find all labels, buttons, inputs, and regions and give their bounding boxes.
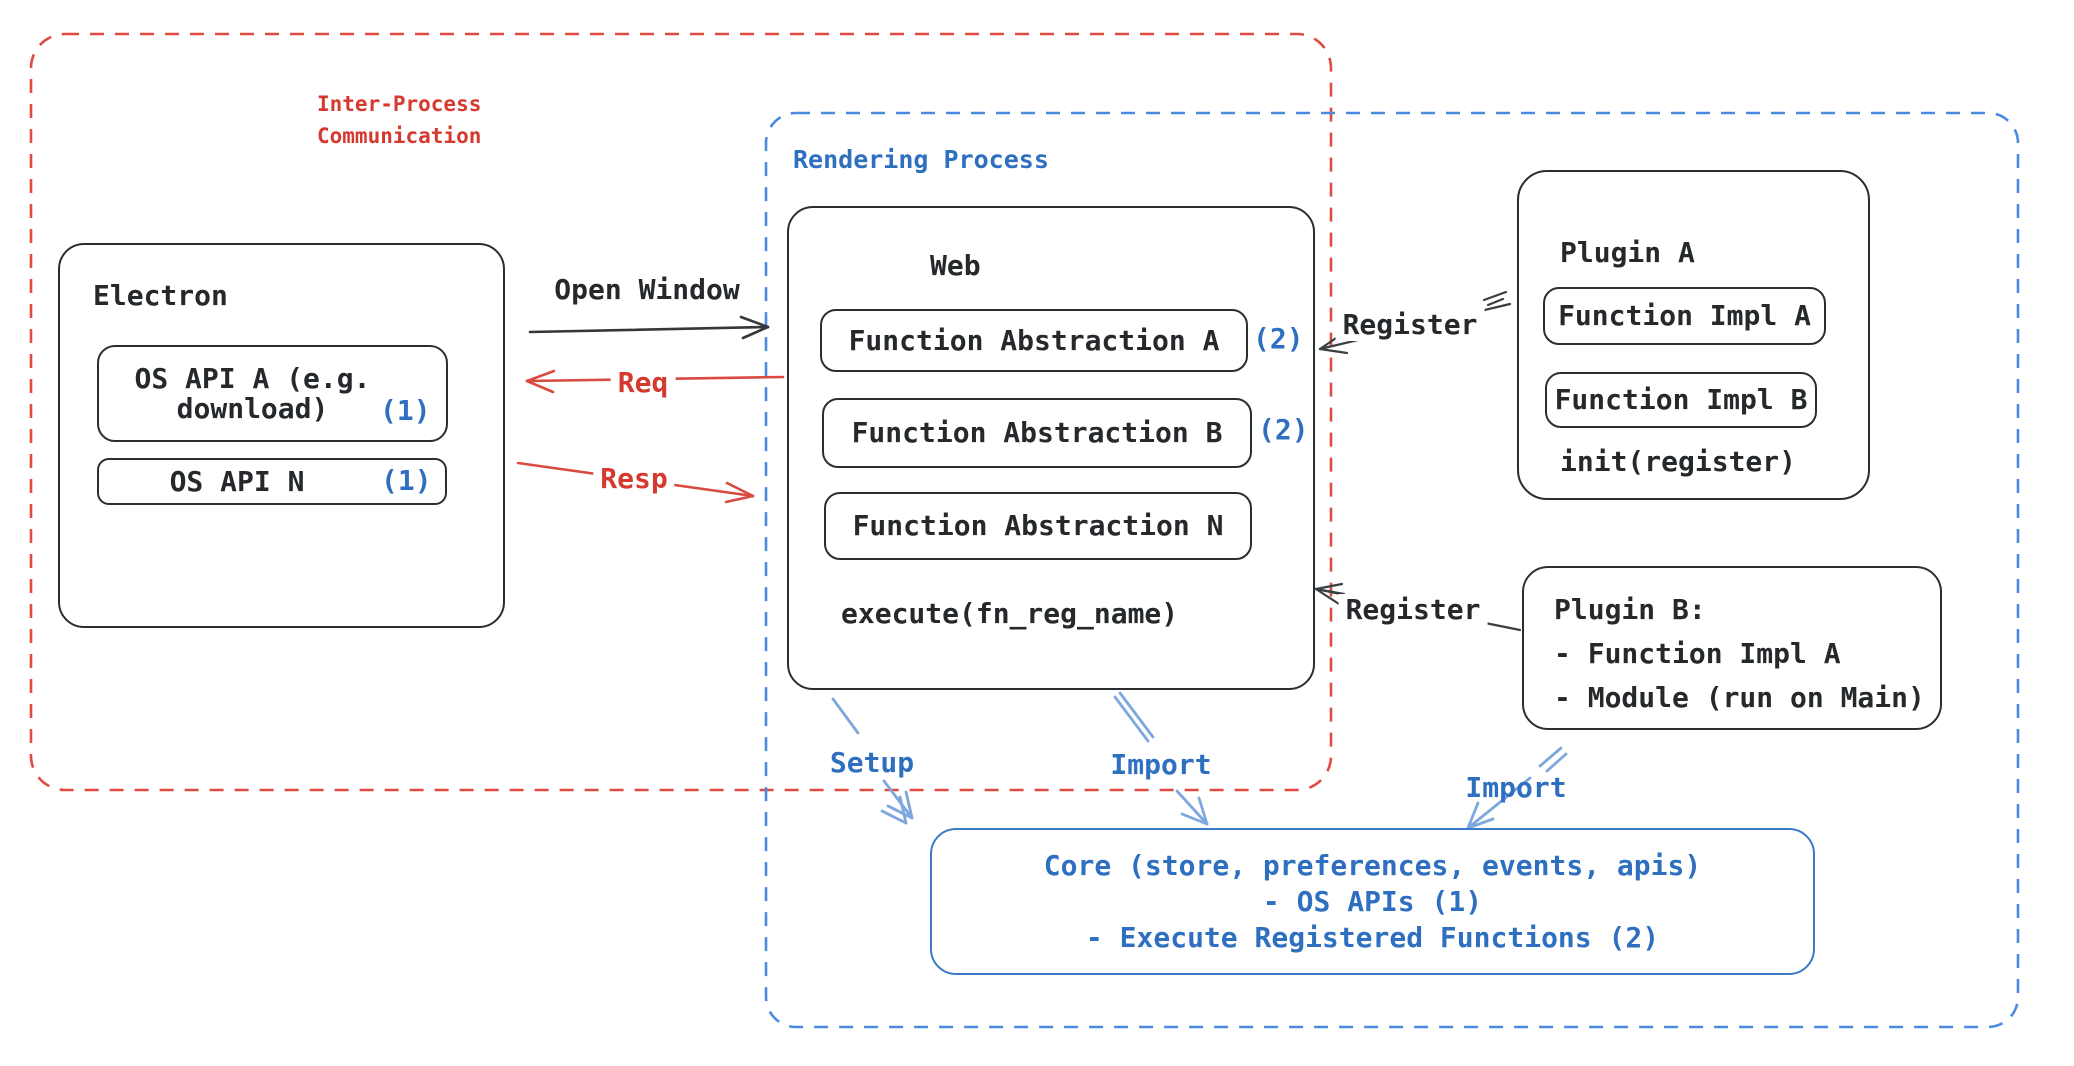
function-impl-b-box: Function Impl B <box>1545 372 1817 428</box>
electron-box <box>58 243 505 628</box>
init-register-label: init(register) <box>1560 445 1797 478</box>
resp-label: Resp <box>593 463 675 495</box>
setup-arrow <box>831 697 914 825</box>
os-api-a-note: (1) <box>380 394 431 427</box>
function-abstraction-b-label: Function Abstraction B <box>851 416 1223 449</box>
open-window-arrow <box>528 315 770 340</box>
plugin-b-box <box>1522 566 1942 730</box>
ipc-boundary <box>29 32 1333 792</box>
function-abstraction-a-note: (2) <box>1253 322 1304 355</box>
function-impl-b-label: Function Impl B <box>1554 383 1808 416</box>
plugin-a-title: Plugin A <box>1560 236 1695 269</box>
function-abstraction-b-note: (2) <box>1258 413 1309 446</box>
function-abstraction-n-label: Function Abstraction N <box>852 509 1224 542</box>
setup-label: Setup <box>829 746 915 779</box>
function-abstraction-b-box: Function Abstraction B <box>822 398 1252 468</box>
plugin-b-item-function-impl-a: - Function Impl A <box>1554 637 1841 670</box>
plugin-b-title: Plugin B: <box>1554 593 1706 626</box>
import-pluginb-arrow <box>1466 746 1568 830</box>
os-api-a-box: OS API A (e.g. download) <box>97 345 448 442</box>
web-box <box>787 206 1315 690</box>
register-top-label: Register <box>1335 309 1485 341</box>
function-abstraction-a-label: Function Abstraction A <box>848 323 1220 357</box>
core-line2: - OS APIs (1) <box>1262 884 1483 918</box>
core-box: Core (store, preferences, events, apis) … <box>930 828 1815 975</box>
os-api-a-label-line2: download) <box>176 391 329 425</box>
ipc-label-line2: Communication <box>317 124 482 148</box>
os-api-n-label: OS API N <box>169 464 305 498</box>
core-line3: - Execute Registered Functions (2) <box>1085 920 1660 954</box>
os-api-n-box: OS API N <box>97 458 447 505</box>
os-api-n-note: (1) <box>381 464 432 497</box>
os-api-a-label-line1: OS API A (e.g. <box>134 361 371 395</box>
open-window-label: Open Window <box>554 273 740 306</box>
function-abstraction-a-box: Function Abstraction A <box>820 309 1248 372</box>
core-line1: Core (store, preferences, events, apis) <box>1043 848 1702 882</box>
plugin-b-item-module: - Module (run on Main) <box>1554 681 1925 714</box>
import-pluginb-label: Import <box>1465 771 1567 804</box>
function-impl-a-box: Function Impl A <box>1543 287 1826 345</box>
import-web-label: Import <box>1110 748 1212 781</box>
function-abstraction-n-box: Function Abstraction N <box>824 492 1252 560</box>
rendering-boundary <box>764 111 2020 1029</box>
function-impl-a-label: Function Impl A <box>1558 299 1811 332</box>
web-title: Web <box>930 249 981 282</box>
plugin-a-box <box>1517 170 1870 500</box>
req-label: Req <box>610 367 676 399</box>
electron-title: Electron <box>93 279 228 312</box>
execute-label: execute(fn_reg_name) <box>841 597 1179 630</box>
rendering-process-label: Rendering Process <box>793 145 1049 174</box>
register-bottom-label: Register <box>1338 594 1488 626</box>
import-web-arrow <box>1113 691 1209 826</box>
ipc-label-line1: Inter-Process <box>317 92 482 116</box>
